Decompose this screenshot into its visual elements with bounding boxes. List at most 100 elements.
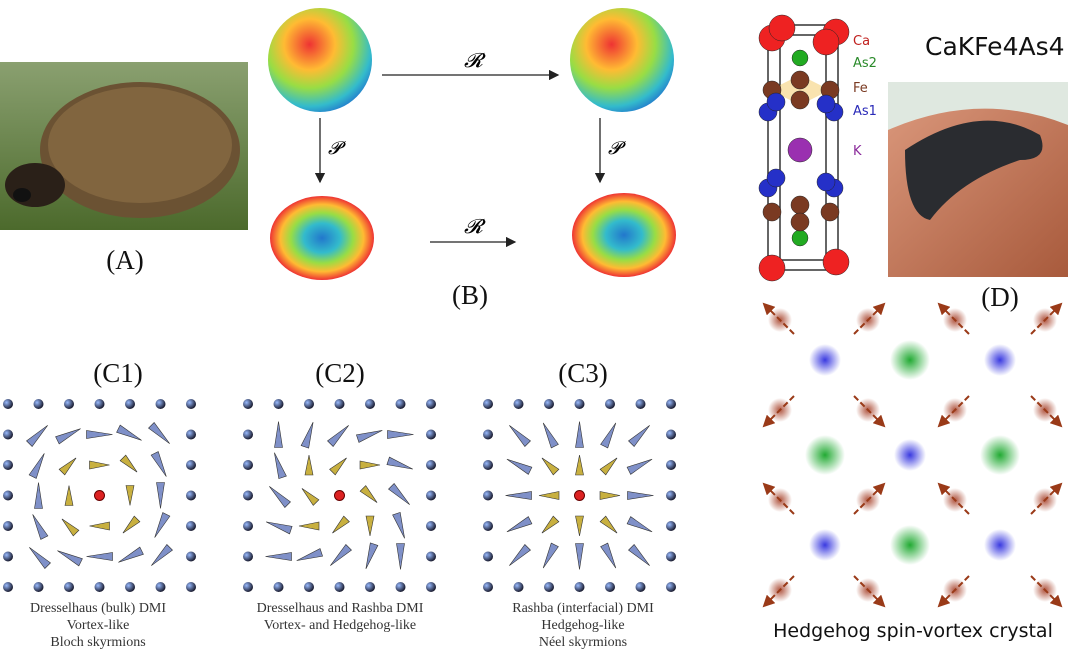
spin-arrow <box>118 546 144 563</box>
spin-arrow <box>937 575 970 608</box>
spin-dot <box>3 490 13 501</box>
spin-arrow <box>122 515 141 534</box>
spin-arrow <box>937 395 970 428</box>
caption-line: Dresselhaus (bulk) DMI <box>29 601 167 616</box>
spin-dot <box>483 399 493 409</box>
spin-arrow <box>89 521 110 531</box>
spin-arrow <box>542 542 559 569</box>
spin-arrow <box>356 430 383 443</box>
spin-arrow <box>600 422 617 449</box>
caption-c3: Rashba (interfacial) DMI Hedgehog-like N… <box>512 600 654 651</box>
atom <box>787 137 813 163</box>
spin-arrow <box>332 515 350 534</box>
spin-arrow <box>148 422 170 444</box>
spin-arrow <box>125 485 135 506</box>
element-label-as2: As2 <box>853 56 877 71</box>
panel-label-c1: (C1) <box>93 358 143 388</box>
spin-dot <box>483 582 493 592</box>
spin-dot <box>3 460 13 470</box>
blue-site <box>809 529 841 561</box>
atom <box>791 49 809 67</box>
spin-arrow <box>575 454 584 476</box>
spin-arrow <box>628 544 650 566</box>
panel-label-b: (B) <box>452 280 488 310</box>
spin-arrow <box>330 544 352 566</box>
spin-arrow <box>853 575 886 608</box>
spin-dot <box>426 399 436 409</box>
element-label-k: K <box>853 144 862 159</box>
atom <box>816 94 836 114</box>
core-spin-dot <box>574 490 585 501</box>
spin-arrow <box>300 422 314 449</box>
spin-dot <box>243 490 253 501</box>
hedgehog-photo <box>0 62 248 230</box>
spin-arrow <box>89 460 110 470</box>
spin-arrow <box>57 550 83 567</box>
spin-dot <box>605 399 615 409</box>
spin-arrow <box>392 512 405 539</box>
spin-dot <box>125 582 135 592</box>
spin-arrow <box>762 395 795 428</box>
spin-arrow <box>116 424 142 441</box>
spin-arrow <box>853 395 886 428</box>
crystal-caption: Hedgehog spin-vortex crystal <box>773 620 1053 642</box>
spin-arrow <box>599 491 621 500</box>
spin-arrow <box>509 544 531 566</box>
spin-arrow <box>599 515 618 534</box>
spin-dot <box>33 582 44 592</box>
atom <box>758 254 786 282</box>
spin-dot <box>125 399 135 409</box>
spin-arrow <box>26 425 48 447</box>
spin-arrow <box>599 457 618 476</box>
spin-dot <box>426 490 436 501</box>
spin-dot <box>544 582 554 592</box>
spin-arrow <box>506 458 533 475</box>
atom <box>822 248 850 276</box>
spin-dot <box>3 521 13 531</box>
spin-dot <box>365 582 375 592</box>
atom <box>762 202 782 222</box>
spin-dot <box>426 521 436 531</box>
spin-dot <box>513 399 524 409</box>
element-label-as1: As1 <box>853 104 877 119</box>
spin-arrow <box>156 482 165 509</box>
spin-dot <box>334 399 345 409</box>
spin-arrow <box>329 457 347 476</box>
spin-dot <box>666 551 676 562</box>
spin-arrow <box>762 482 795 515</box>
crystal-on-coin-photo <box>888 82 1068 277</box>
spin-arrow <box>937 482 970 515</box>
spin-arrow <box>304 454 314 476</box>
spin-arrow <box>628 425 650 447</box>
spin-dot <box>155 582 166 592</box>
spin-arrow <box>365 542 379 569</box>
spin-arrow <box>64 485 74 506</box>
spin-arrow <box>359 485 378 503</box>
spin-dot <box>186 429 196 440</box>
spin-dot <box>33 399 44 409</box>
spin-arrow <box>937 302 970 335</box>
spin-dot <box>483 521 493 531</box>
spin-arrow <box>1030 302 1063 335</box>
spin-arrow <box>1030 482 1063 515</box>
atom <box>791 229 809 247</box>
green-site <box>980 435 1020 475</box>
spin-arrow <box>1030 575 1063 608</box>
spin-texture-grids <box>3 399 676 592</box>
spin-arrow <box>762 302 795 335</box>
spin-arrow <box>541 515 560 534</box>
spin-dot <box>483 490 493 501</box>
spin-dot <box>395 582 406 592</box>
spin-dot <box>365 399 375 409</box>
panel-label-c3: (C3) <box>558 358 608 388</box>
spin-arrow <box>154 512 171 538</box>
panel-label-a: (A) <box>106 245 144 275</box>
blue-site <box>984 529 1016 561</box>
spin-arrow <box>151 544 173 566</box>
caption-line: Hedgehog-like <box>541 618 625 633</box>
spin-arrow <box>327 425 349 447</box>
panel-label-d: (D) <box>981 282 1019 312</box>
spin-dot <box>605 582 615 592</box>
spin-arrow <box>505 491 532 500</box>
spin-arrow <box>626 516 653 533</box>
